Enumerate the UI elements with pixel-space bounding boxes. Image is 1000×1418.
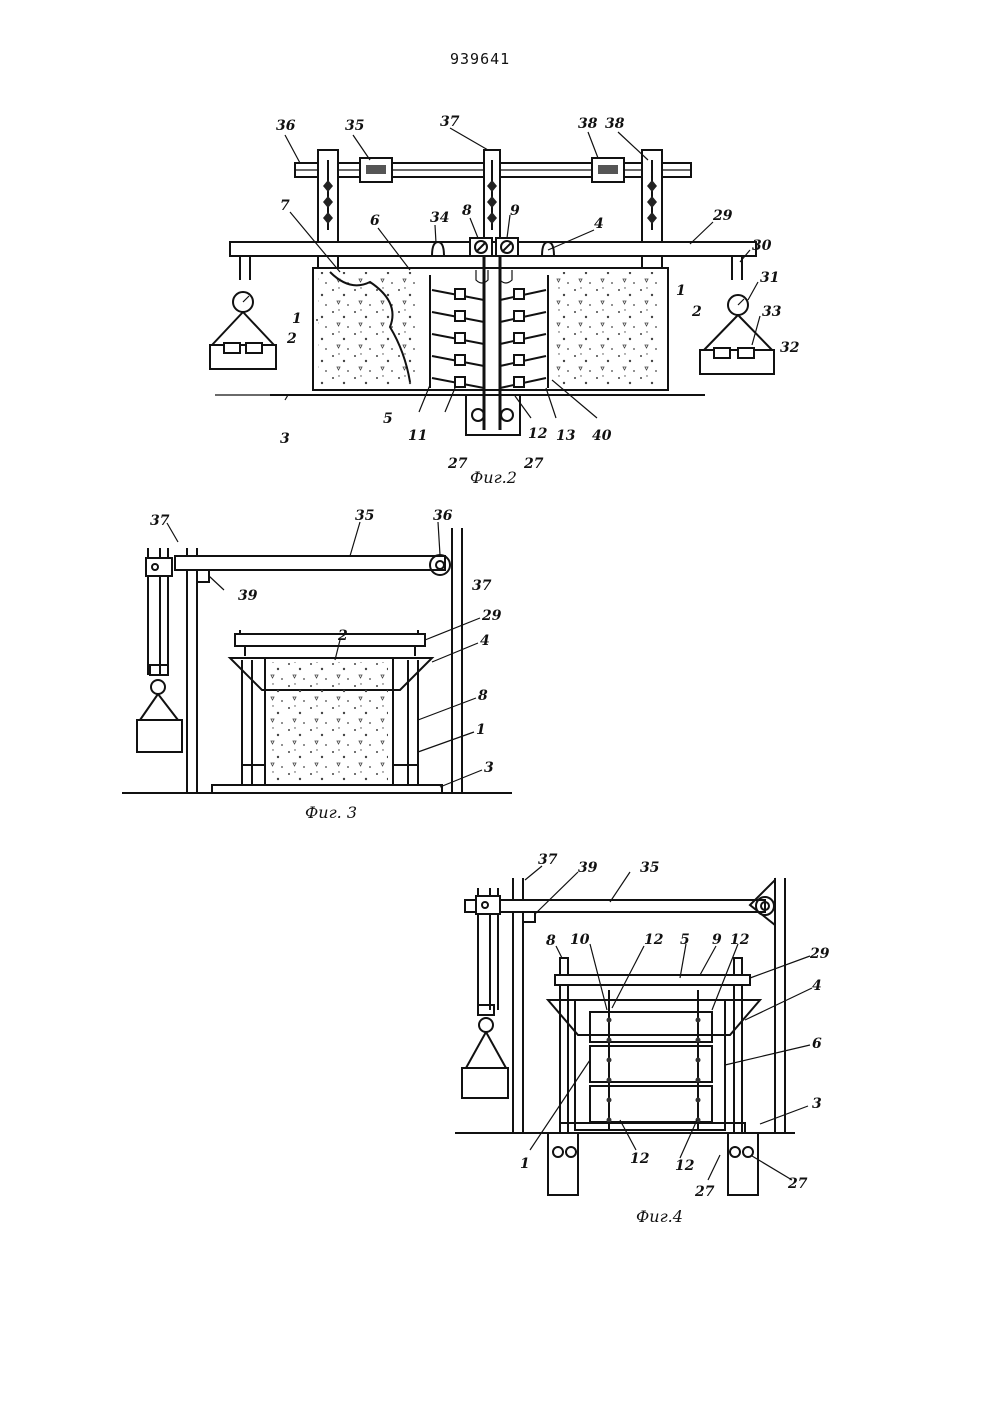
label: 2 <box>691 304 702 320</box>
label: 13 <box>556 428 576 444</box>
label: 4 <box>812 978 822 994</box>
label: 37 <box>538 852 558 868</box>
label: 3 <box>484 760 494 776</box>
figure-4: 37 39 35 8 10 12 5 9 12 29 4 6 3 1 12 12… <box>455 852 830 1226</box>
label: 11 <box>408 428 427 444</box>
label: 9 <box>510 203 520 219</box>
label: 40 <box>592 428 612 444</box>
label: 3 <box>812 1096 822 1112</box>
label: 29 <box>712 208 733 224</box>
figure-caption: Фиг. 3 <box>305 803 357 822</box>
label: 1 <box>520 1156 530 1172</box>
figure-3: 37 35 36 39 37 2 29 4 8 1 3 Фиг. 3 <box>122 508 512 822</box>
label: 33 <box>762 304 782 320</box>
label: 27 <box>447 456 468 472</box>
label: 35 <box>355 508 374 524</box>
left-scale <box>210 256 276 369</box>
label: 12 <box>630 1151 650 1167</box>
label: 37 <box>472 578 492 594</box>
label: 4 <box>594 216 604 232</box>
label: 8 <box>546 933 556 949</box>
figure-caption: Фиг.4 <box>636 1207 683 1226</box>
label: 38 <box>578 116 598 132</box>
label: 5 <box>383 411 393 427</box>
label: 31 <box>760 270 779 286</box>
label: 29 <box>481 608 502 624</box>
label: 1 <box>676 283 686 299</box>
label: 39 <box>578 860 598 876</box>
label: 30 <box>752 238 772 254</box>
label: 36 <box>276 118 296 134</box>
label: 2 <box>286 331 297 347</box>
label: 35 <box>345 118 364 134</box>
label: 39 <box>238 588 258 604</box>
label: 35 <box>640 860 659 876</box>
label: 10 <box>570 932 590 948</box>
label: 5 <box>680 932 690 948</box>
figure-caption: Фиг.2 <box>470 468 517 487</box>
label: 36 <box>433 508 453 524</box>
label: 12 <box>730 932 750 948</box>
label: 1 <box>476 722 486 738</box>
patent-number: 939641 <box>450 50 510 68</box>
label: 1 <box>292 311 302 327</box>
teeth-right <box>500 289 546 388</box>
label: 9 <box>712 932 722 948</box>
label: 27 <box>787 1176 808 1192</box>
figure-2: 36 35 37 38 38 7 6 34 8 9 4 29 30 31 33 … <box>210 114 800 487</box>
label: 32 <box>780 340 800 356</box>
label: 27 <box>523 456 544 472</box>
label: 37 <box>440 114 460 130</box>
label: 8 <box>462 203 472 219</box>
label: 3 <box>280 431 290 447</box>
label: 27 <box>694 1184 715 1200</box>
label: 6 <box>370 213 380 229</box>
label: 38 <box>605 116 625 132</box>
teeth-left <box>432 289 484 388</box>
label: 29 <box>809 946 830 962</box>
label: 8 <box>478 688 488 704</box>
label: 4 <box>480 633 490 649</box>
label: 2 <box>337 628 348 644</box>
label: 37 <box>150 513 170 529</box>
label: 12 <box>675 1158 695 1174</box>
label: 12 <box>644 932 664 948</box>
label: 12 <box>528 426 548 442</box>
label: 34 <box>430 210 449 226</box>
label: 6 <box>812 1036 822 1052</box>
label: 7 <box>280 198 290 214</box>
